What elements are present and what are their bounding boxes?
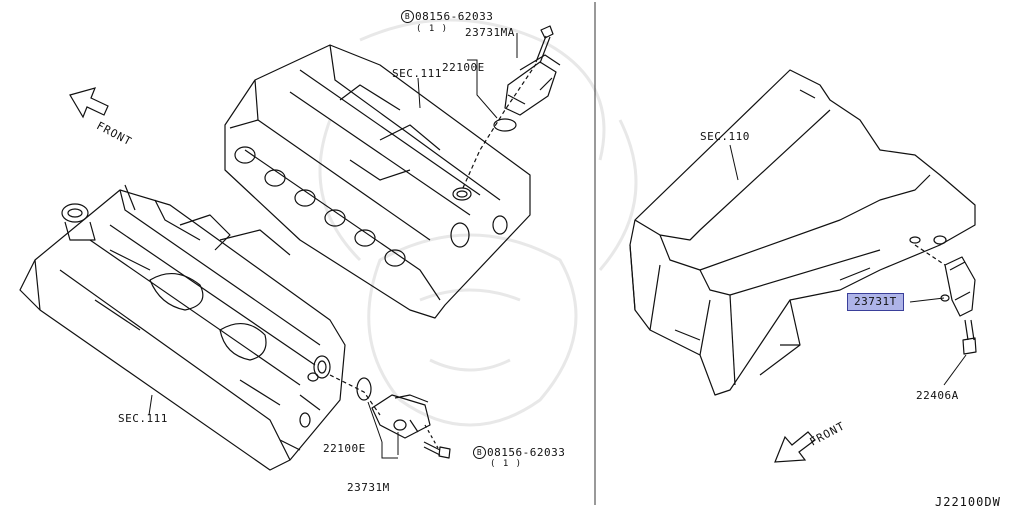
- oring-label-bottom[interactable]: 22100E: [323, 442, 366, 455]
- bolt-qty-bottom: ( 1 ): [490, 459, 523, 469]
- camshaft-sensor-lower: [371, 394, 431, 439]
- bolt-lower: [423, 441, 451, 459]
- label-leader-lines: [148, 33, 967, 459]
- front-arrow-left: [69, 87, 109, 119]
- bolt-symbol: B: [473, 446, 486, 459]
- bolt-upper: [535, 25, 554, 64]
- section-label-right[interactable]: SEC.110: [700, 130, 750, 143]
- cylinder-head-upper: [224, 44, 531, 319]
- sensor-label-top[interactable]: 23731MA: [465, 26, 515, 39]
- bolt-qty-top: ( 1 ): [416, 24, 449, 34]
- watermark: [318, 18, 638, 427]
- bolt-part-number-bottom: 08156-62033: [487, 446, 566, 459]
- leader-dashed-upper: [461, 63, 537, 191]
- leader-dashed-lower-bolt: [424, 424, 439, 449]
- leader-dashed-lower: [329, 374, 381, 416]
- front-arrow-right: [774, 431, 816, 463]
- crank-bolt: [962, 319, 977, 355]
- oring-label-top[interactable]: 22100E: [442, 61, 485, 74]
- leader-dashed-crank: [914, 244, 946, 266]
- crank-sensor-label[interactable]: 23731T: [847, 293, 904, 311]
- camshaft-sensor-upper: [504, 54, 561, 116]
- cylinder-head-lower: [19, 184, 346, 471]
- crank-bolt-label[interactable]: 22406A: [916, 389, 959, 402]
- sensor-label-bottom[interactable]: 23731M: [347, 481, 390, 494]
- oil-pan: [629, 69, 976, 396]
- section-label-top[interactable]: SEC.111: [392, 67, 442, 80]
- crankshaft-sensor: [940, 256, 976, 317]
- bolt-part-number-top: 08156-62033: [415, 10, 494, 23]
- oring-lower: [356, 377, 372, 401]
- oring-upper: [493, 118, 517, 132]
- section-label-left[interactable]: SEC.111: [118, 412, 168, 425]
- diagram-code: J22100DW: [935, 495, 1001, 509]
- bolt-symbol: B: [401, 10, 414, 23]
